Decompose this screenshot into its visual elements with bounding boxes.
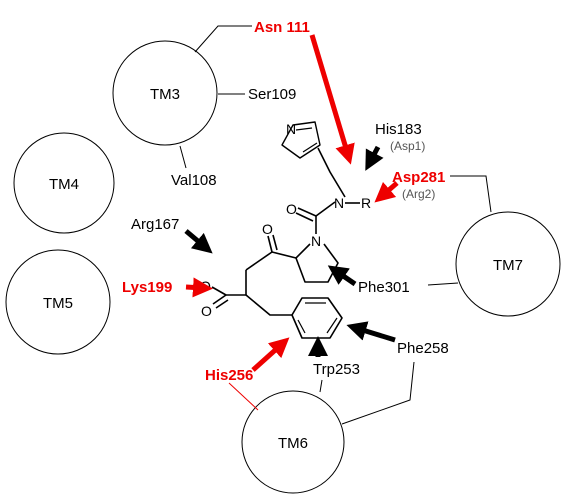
tm4-helix: TM4 bbox=[13, 132, 115, 234]
tm7-helix: TM7 bbox=[455, 211, 561, 317]
his256-connector bbox=[228, 382, 259, 411]
asn111-arrow bbox=[309, 34, 355, 165]
tm3-helix: TM3 bbox=[112, 40, 218, 146]
trp253-label: Trp253 bbox=[313, 361, 360, 378]
asp281-label: Asp281 bbox=[392, 169, 445, 186]
his256-label: His256 bbox=[205, 367, 253, 384]
tm6-label: TM6 bbox=[278, 435, 308, 452]
asp281-arrow bbox=[374, 181, 399, 203]
ser109-label: Ser109 bbox=[248, 86, 296, 103]
arg2-label: (Arg2) bbox=[402, 187, 435, 201]
lys199-label: Lys199 bbox=[122, 279, 172, 296]
tm7-label: TM7 bbox=[493, 257, 523, 274]
phe258-label: Phe258 bbox=[397, 340, 449, 357]
lys199-arrow bbox=[185, 277, 213, 298]
imidazole-n-atom: N bbox=[286, 121, 296, 137]
asp1-label: (Asp1) bbox=[390, 139, 425, 153]
asn111-label: Asn 111 bbox=[254, 19, 310, 36]
phe258-arrow bbox=[346, 321, 396, 343]
carboxylate-o2-atom: O bbox=[201, 303, 212, 319]
pyrrolidine-n-atom: N bbox=[311, 233, 321, 249]
ketone-o-atom: O bbox=[262, 221, 273, 237]
tm6-helix: TM6 bbox=[241, 390, 345, 494]
tm4-label: TM4 bbox=[49, 176, 79, 193]
tm3-label: TM3 bbox=[150, 86, 180, 103]
ligand-structure bbox=[211, 121, 360, 339]
his183-arrow bbox=[365, 145, 384, 171]
phe301-arrow bbox=[327, 265, 357, 287]
tm5-label: TM5 bbox=[43, 295, 73, 312]
connector-lines bbox=[179, 25, 492, 425]
arg167-arrow bbox=[184, 229, 213, 254]
arg167-label: Arg167 bbox=[131, 216, 179, 233]
his256-arrow bbox=[251, 337, 290, 372]
phe301-label: Phe301 bbox=[358, 279, 410, 296]
tm5-helix: TM5 bbox=[5, 249, 111, 355]
val108-label: Val108 bbox=[171, 172, 217, 189]
his183-label: His183 bbox=[375, 121, 422, 138]
carbonyl-o-atom: O bbox=[286, 201, 297, 217]
r-group-atom: R bbox=[361, 195, 371, 211]
amide-n-atom: N bbox=[334, 195, 344, 211]
